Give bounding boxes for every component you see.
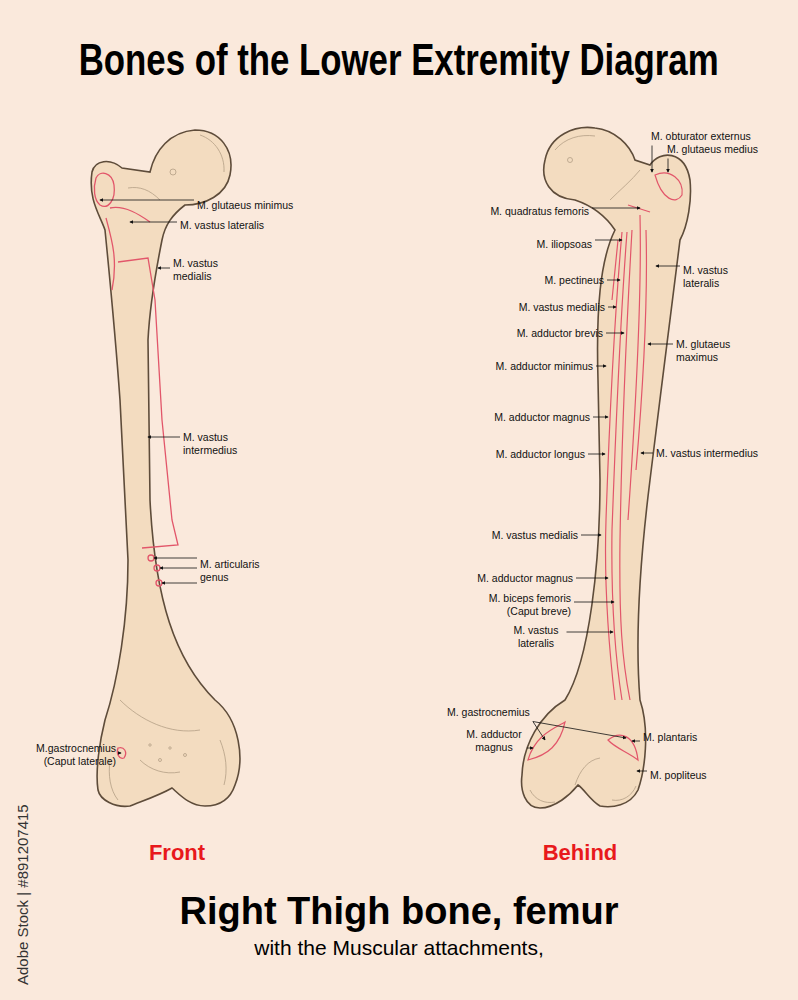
muscle-label: M. vastus lateralis [509, 624, 564, 650]
view-label: Behind [543, 840, 618, 866]
muscle-label: M. vastus lateralis [683, 264, 738, 290]
leader-line [592, 208, 640, 209]
muscle-label: M. biceps femoris (Caput breve) [471, 592, 571, 618]
leader-line [567, 632, 614, 633]
leader-line [527, 748, 533, 749]
leader-line [581, 535, 601, 536]
muscle-label: M. plantaris [643, 731, 697, 744]
bone-outline [522, 127, 691, 808]
leader-line [130, 222, 177, 223]
leader-line [606, 333, 624, 334]
muscle-label: M. articularis genus [200, 558, 272, 584]
leader-line [588, 454, 605, 455]
leader-line [162, 583, 197, 584]
muscle-label: M. quadratus femoris [490, 205, 589, 218]
bone-outline [91, 130, 240, 806]
muscle-label: M. gastrocnemius [447, 706, 530, 719]
leader-line [596, 366, 606, 367]
muscle-label: M. glutaeus medius [667, 143, 758, 156]
watermark: Adobe Stock | #891207415 [14, 804, 32, 985]
muscle-label: M. adductor magnus [464, 728, 524, 754]
leader-line [607, 280, 620, 281]
leader-line [119, 753, 121, 754]
leader-line [632, 741, 640, 742]
subtitle: with the Muscular attachments, [254, 935, 543, 961]
caption: Right Thigh bone, femur [179, 889, 618, 933]
leader-line [154, 558, 197, 559]
leader-line [593, 417, 608, 418]
muscle-label: M. adductor brevis [517, 327, 603, 340]
leader-line [668, 159, 669, 173]
leader-line [576, 578, 608, 579]
leader-line [533, 722, 626, 739]
leader-line [641, 453, 653, 454]
muscle-label: M. glutaeus minimus [197, 199, 293, 212]
muscle-label: M. glutaeus maximus [676, 338, 741, 364]
front-femur [91, 130, 240, 806]
view-label: Front [149, 840, 205, 866]
bone-shading [109, 135, 226, 800]
muscle-label: M. adductor longus [496, 448, 585, 461]
leader-line [652, 146, 653, 173]
muscle-label: M. adductor minimus [496, 360, 593, 373]
muscle-label: M. vastus medialis [519, 301, 605, 314]
leader-line [574, 602, 614, 603]
leader-line [608, 307, 616, 308]
leader-line [648, 344, 673, 345]
muscle-label: M. vastus intermedius [183, 431, 258, 457]
leader-line [160, 568, 197, 569]
muscle-attachments [528, 173, 682, 760]
muscle-label: M. adductor magnus [477, 572, 573, 585]
muscle-label: M. adductor magnus [494, 411, 590, 424]
leader-line [100, 200, 194, 201]
leader-line [637, 771, 647, 772]
leader-line [533, 722, 545, 741]
muscle-label: M. iliopsoas [537, 238, 592, 251]
muscle-label: M. vastus lateralis [180, 219, 264, 232]
muscle-label: M. popliteus [650, 769, 707, 782]
bone-shading [530, 136, 640, 803]
muscle-label: M. pectineus [544, 274, 604, 287]
muscle-label: M. vastus intermedius [656, 447, 758, 460]
leader-line [158, 268, 170, 269]
leader-line [595, 240, 622, 241]
leader-line [656, 266, 680, 267]
muscle-label: M. vastus medialis [492, 529, 578, 542]
diagram-title: Bones of the Lower Extremity Diagram [79, 35, 719, 85]
muscle-label: M. vastus medialis [173, 257, 225, 283]
back-femur [522, 127, 691, 808]
leader-line [148, 437, 180, 438]
muscle-attachments [94, 173, 178, 758]
muscle-label: M.gastrocnemius (Caput laterale) [21, 742, 116, 768]
muscle-label: M. obturator externus [651, 130, 751, 143]
